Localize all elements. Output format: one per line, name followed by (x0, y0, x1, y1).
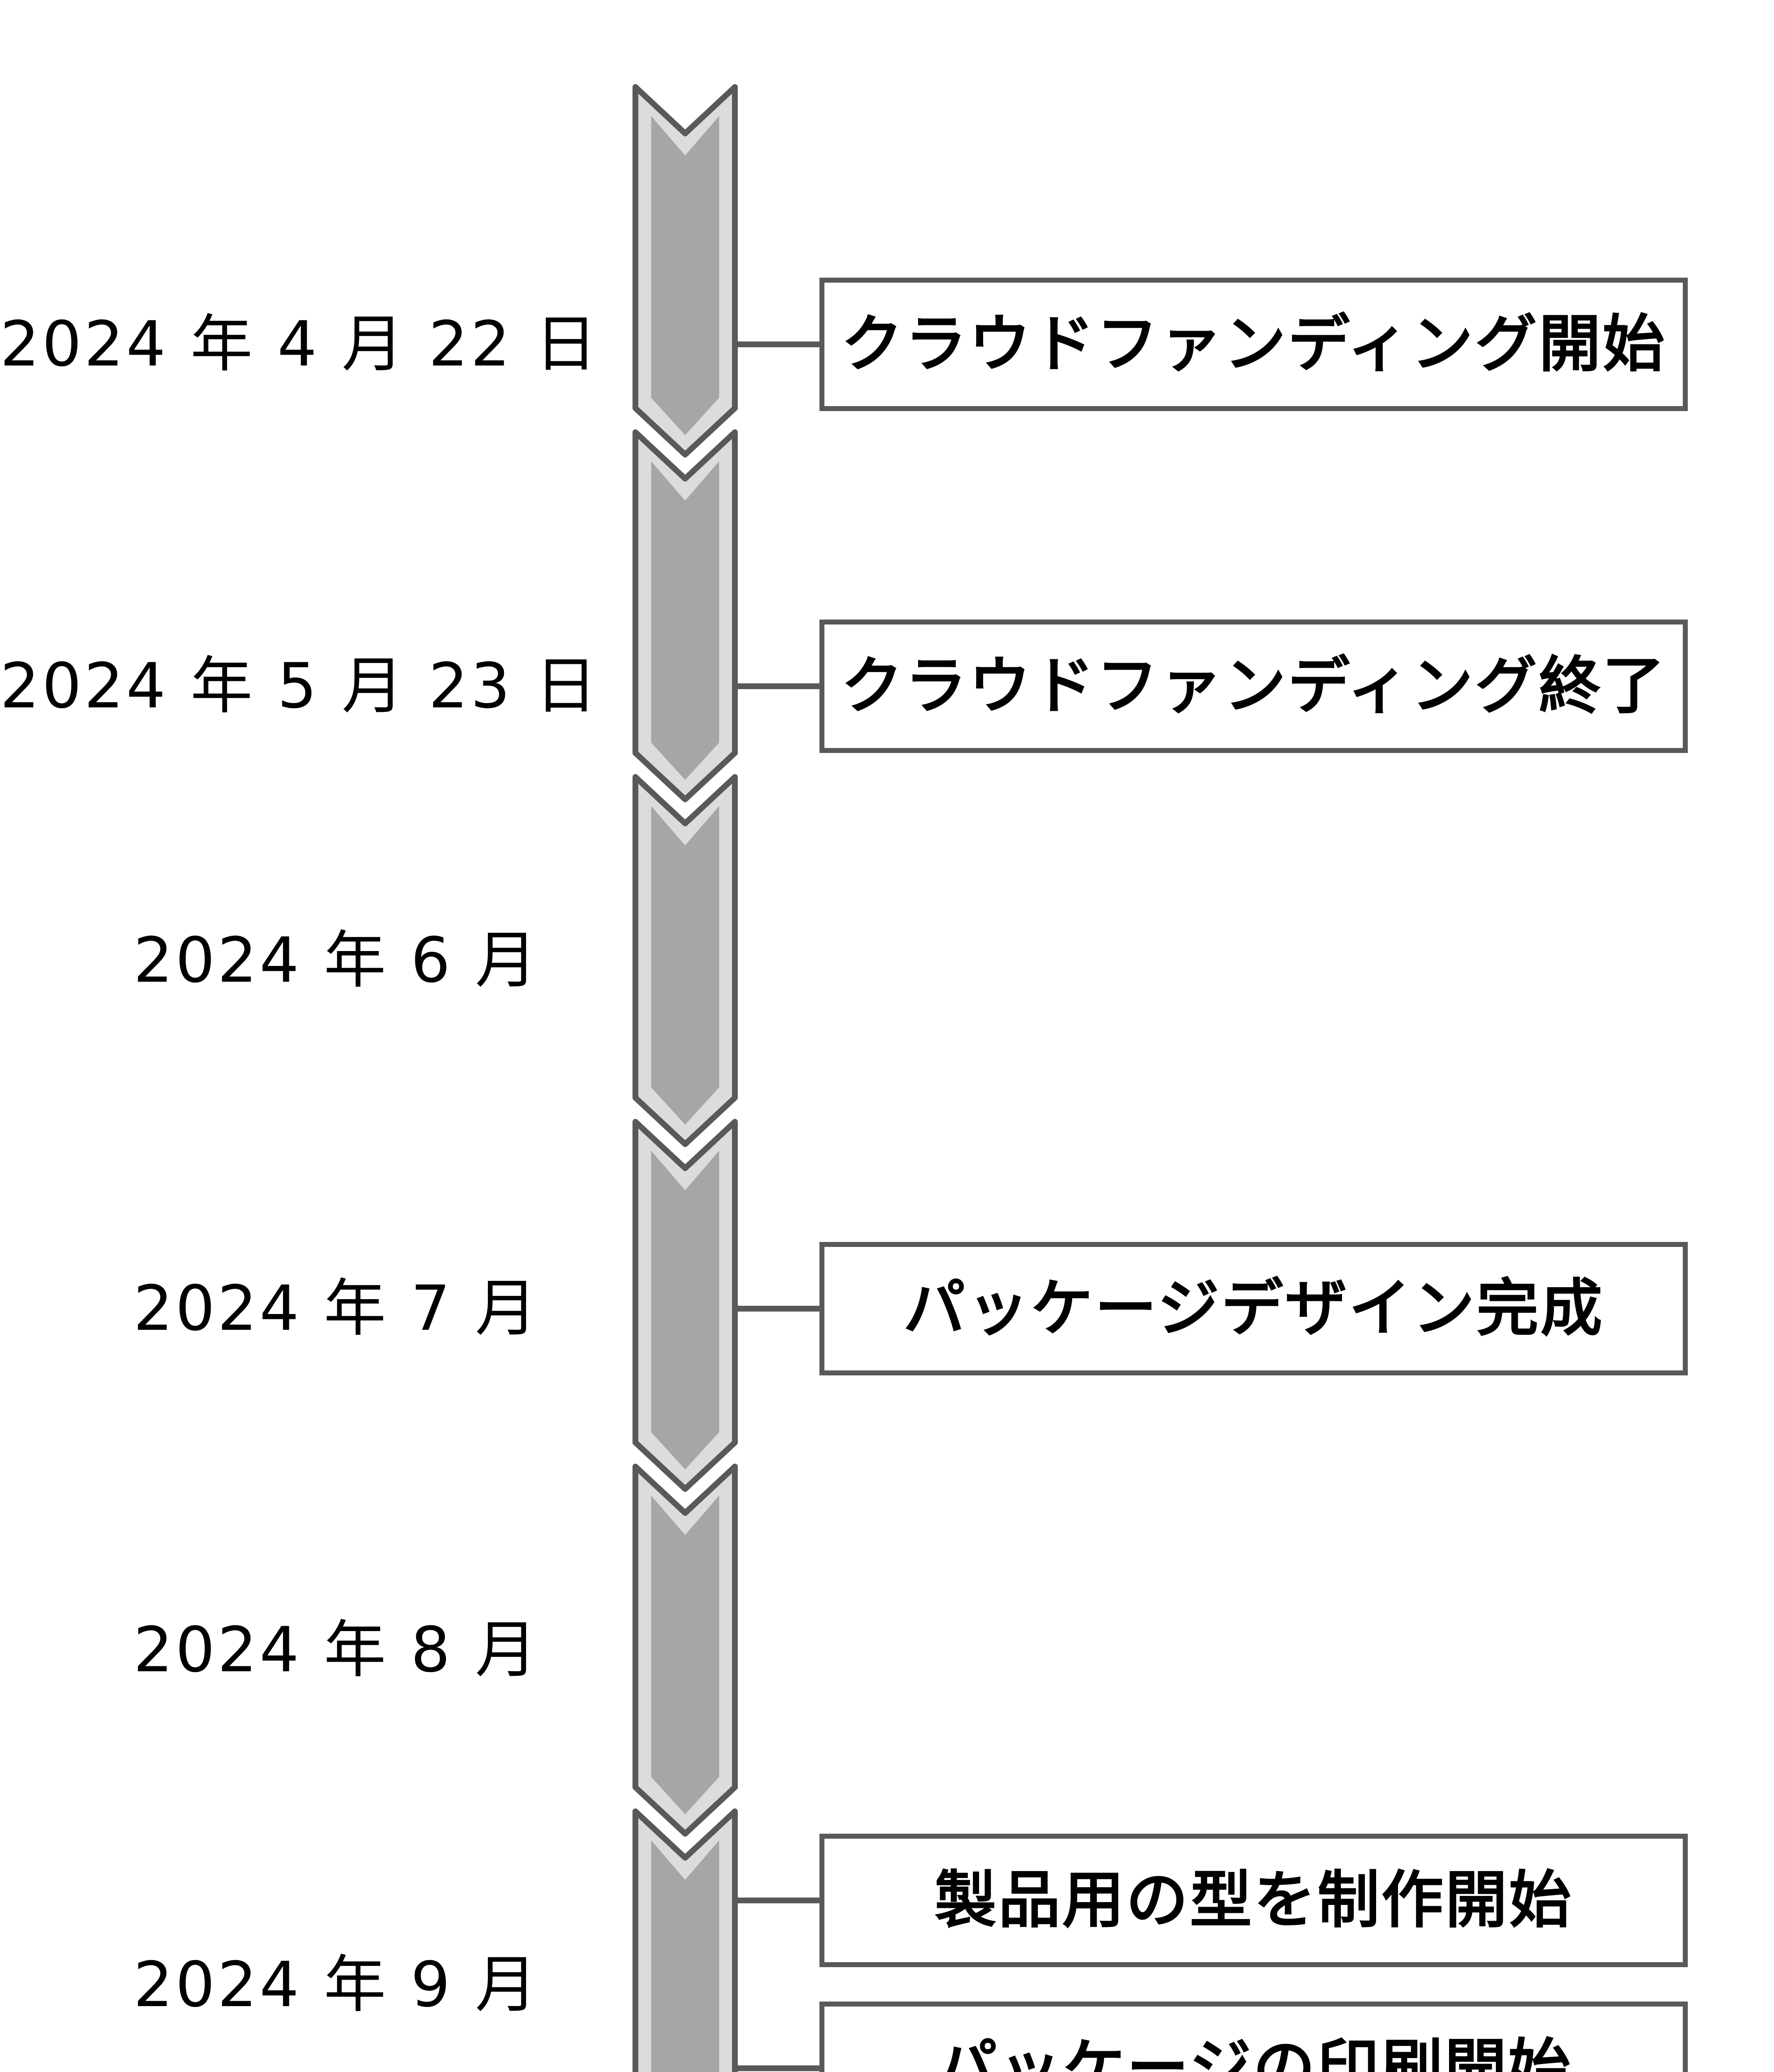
event-box: パッケージデザイン完成 (819, 1242, 1688, 1375)
event-label: パッケージデザイン完成 (903, 1272, 1604, 1345)
event-label: 製品用の型を制作開始 (934, 1864, 1573, 1936)
event-label: パッケージの印刷開始 (935, 2032, 1572, 2072)
date-label: 2024 年 7 月 (133, 1273, 540, 1345)
connector-line (734, 683, 821, 689)
date-label: 2024 年 5 月 23 日 (0, 650, 600, 722)
connector-line (734, 1306, 821, 1312)
date-label: 2024 年 8 月 (133, 1614, 540, 1686)
connector-line (734, 341, 821, 347)
arrow-segment-inner (651, 116, 719, 435)
event-box: 製品用の型を制作開始 (819, 1834, 1688, 1967)
event-label: クラウドファンディング開始 (841, 308, 1667, 380)
connector-line (734, 1898, 821, 1903)
event-box: クラウドファンディング終了 (819, 620, 1688, 753)
arrow-segment-inner (651, 806, 719, 1125)
arrow-segment-inner (651, 1840, 719, 2072)
event-box: パッケージの印刷開始 (819, 2002, 1688, 2072)
event-label: クラウドファンディング終了 (841, 650, 1667, 722)
date-label: 2024 年 6 月 (133, 925, 540, 997)
arrow-segment-inner (651, 1151, 719, 1469)
date-label: 2024 年 9 月 (133, 1949, 540, 2021)
date-label: 2024 年 4 月 22 日 (0, 308, 600, 380)
connector-line (734, 2065, 821, 2071)
arrow-segment-inner (651, 461, 719, 780)
arrow-segment-inner (651, 1496, 719, 1814)
event-box: クラウドファンディング開始 (819, 278, 1688, 411)
